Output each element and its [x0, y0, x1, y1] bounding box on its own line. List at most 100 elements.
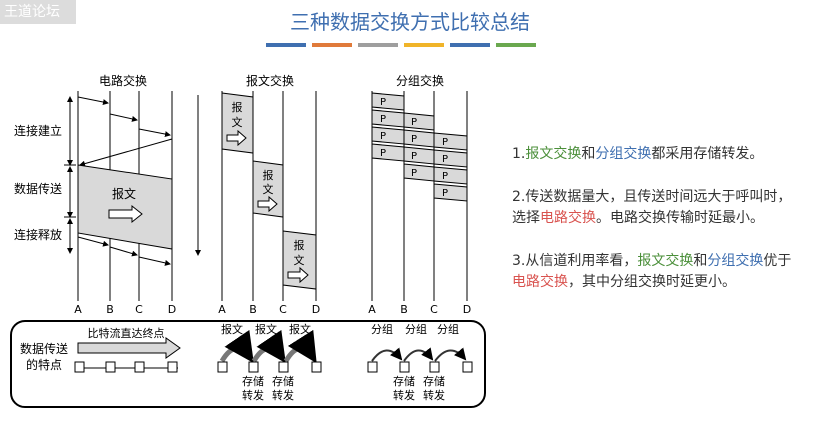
- note-text: 和: [693, 253, 708, 269]
- store-label: 存储: [272, 374, 294, 388]
- node-box: [248, 361, 259, 373]
- message-char: 文: [294, 253, 305, 267]
- summary-notes: 1.报文交换和分组交换都采用存储转发。 2.传送数据量大，且传送时间远大于呼叫时…: [512, 144, 802, 315]
- node-box: [105, 361, 116, 373]
- title-decoration-bar: [266, 43, 306, 47]
- switching-comparison-figure: 电路交换 报文交换 分组交换 报文 连接建立 数据传送 连接释放 A B: [10, 73, 486, 408]
- node-label-d: D: [312, 303, 320, 316]
- packet-label: P: [411, 134, 417, 145]
- packet-switching-diagram: P P P P P P P P P P P P A B C D: [368, 91, 471, 316]
- node-label-b: B: [400, 303, 408, 316]
- node-label-d: D: [168, 303, 176, 316]
- note-text: 从信道利用率看，: [525, 253, 638, 269]
- node-label-a: A: [74, 303, 82, 316]
- title-decoration-bar: [358, 43, 398, 47]
- node-box: [399, 361, 410, 373]
- phase-label-release: 连接释放: [14, 227, 62, 242]
- circuit-switching-title: 电路交换: [99, 73, 147, 88]
- packet-tag: 分组: [371, 322, 393, 336]
- node-label-b: B: [106, 303, 114, 316]
- packet-tag: 分组: [405, 322, 427, 336]
- node-box: [311, 361, 322, 373]
- node-box: [217, 361, 228, 373]
- packet-label: P: [380, 148, 386, 159]
- packet-label: P: [442, 154, 448, 165]
- message-switching-title: 报文交换: [246, 73, 294, 88]
- packet-column-ab: [371, 92, 405, 162]
- node-label-c: C: [430, 303, 438, 316]
- phase-label-transfer: 数据传送: [14, 181, 62, 196]
- packet-label: P: [411, 168, 417, 179]
- title-decoration-bar: [450, 43, 490, 47]
- note-text: 优于: [763, 253, 792, 269]
- note-text: 和: [581, 146, 596, 162]
- node-box: [134, 361, 145, 373]
- packet-label: P: [442, 137, 448, 148]
- note-number: 1.: [512, 146, 526, 162]
- node-box: [74, 361, 85, 373]
- node-box: [278, 361, 289, 373]
- phase-label-setup: 连接建立: [14, 123, 62, 138]
- node-label-d: D: [463, 303, 471, 316]
- note-text: ，其中分组交换时延更小。: [568, 274, 736, 290]
- message-char: 文: [232, 115, 243, 129]
- highlighted-term: 电路交换: [540, 210, 596, 226]
- message-char: 报: [294, 238, 305, 252]
- message-block: 报 文: [252, 160, 284, 218]
- packet-label: P: [380, 97, 386, 108]
- note-item: 3.从信道利用率看，报文交换和分组交换优于电路交换，其中分组交换时延更小。: [512, 251, 802, 293]
- packet-tag: 分组: [437, 322, 459, 336]
- note-number: 3.: [512, 253, 526, 269]
- node-box: [462, 361, 473, 373]
- title-decoration-bar: [312, 43, 352, 47]
- store-label: 存储: [393, 374, 415, 388]
- node-box: [167, 361, 178, 373]
- packet-label: P: [411, 117, 417, 128]
- forward-label: 转发: [242, 388, 264, 402]
- message-char: 报: [232, 100, 243, 114]
- message-char: 报: [263, 168, 274, 182]
- message-char: 文: [263, 182, 274, 196]
- packet-label: P: [380, 114, 386, 125]
- characteristics-title-line2: 的特点: [26, 357, 62, 372]
- store-label: 存储: [423, 374, 445, 388]
- message-tag: 报文: [289, 322, 311, 336]
- highlighted-term: 分组交换: [595, 146, 652, 162]
- message-block: 报 文: [221, 92, 254, 154]
- note-text: 传送数据量大，且传送时间远大于呼叫时，选择: [512, 189, 792, 226]
- node-label-c: C: [279, 303, 287, 316]
- bit-stream-label: 比特流直达终点: [88, 326, 165, 340]
- watermark-logo: 王道论坛: [0, 0, 76, 24]
- highlighted-term: 分组交换: [707, 253, 764, 269]
- packet-label: P: [442, 188, 448, 199]
- packet-label: P: [380, 131, 386, 142]
- circuit-message-label: 报文: [112, 186, 136, 201]
- packet-column-bc: [403, 112, 435, 182]
- slide-title: 三种数据交换方式比较总结: [290, 10, 530, 34]
- store-label: 存储: [242, 374, 264, 388]
- characteristics-title-line1: 数据传送: [20, 341, 68, 356]
- packet-column-cd: [433, 132, 468, 202]
- message-tag: 报文: [255, 322, 277, 336]
- highlighted-term: 电路交换: [512, 274, 568, 290]
- bit-stream-arrow: [77, 337, 181, 359]
- title-decoration-bar: [496, 43, 536, 47]
- note-item: 1.报文交换和分组交换都采用存储转发。: [512, 144, 802, 165]
- node-label-b: B: [249, 303, 257, 316]
- packet-switching-title: 分组交换: [396, 73, 444, 88]
- message-block: 报 文: [282, 230, 317, 290]
- forward-label: 转发: [423, 388, 445, 402]
- node-box: [367, 361, 378, 373]
- node-label-a: A: [368, 303, 376, 316]
- node-box: [429, 361, 440, 373]
- packet-label: P: [411, 151, 417, 162]
- node-label-c: C: [135, 303, 143, 316]
- note-number: 2.: [512, 189, 526, 205]
- message-switching-diagram: 报 文 报 文 报 文 A B C D: [218, 91, 320, 316]
- highlighted-term: 报文交换: [637, 253, 694, 269]
- title-decoration-bar: [404, 43, 444, 47]
- note-text: 都采用存储转发。: [651, 146, 764, 162]
- node-label-a: A: [218, 303, 226, 316]
- note-text: 。电路交换传输时延最小。: [596, 210, 764, 226]
- message-tag: 报文: [221, 322, 243, 336]
